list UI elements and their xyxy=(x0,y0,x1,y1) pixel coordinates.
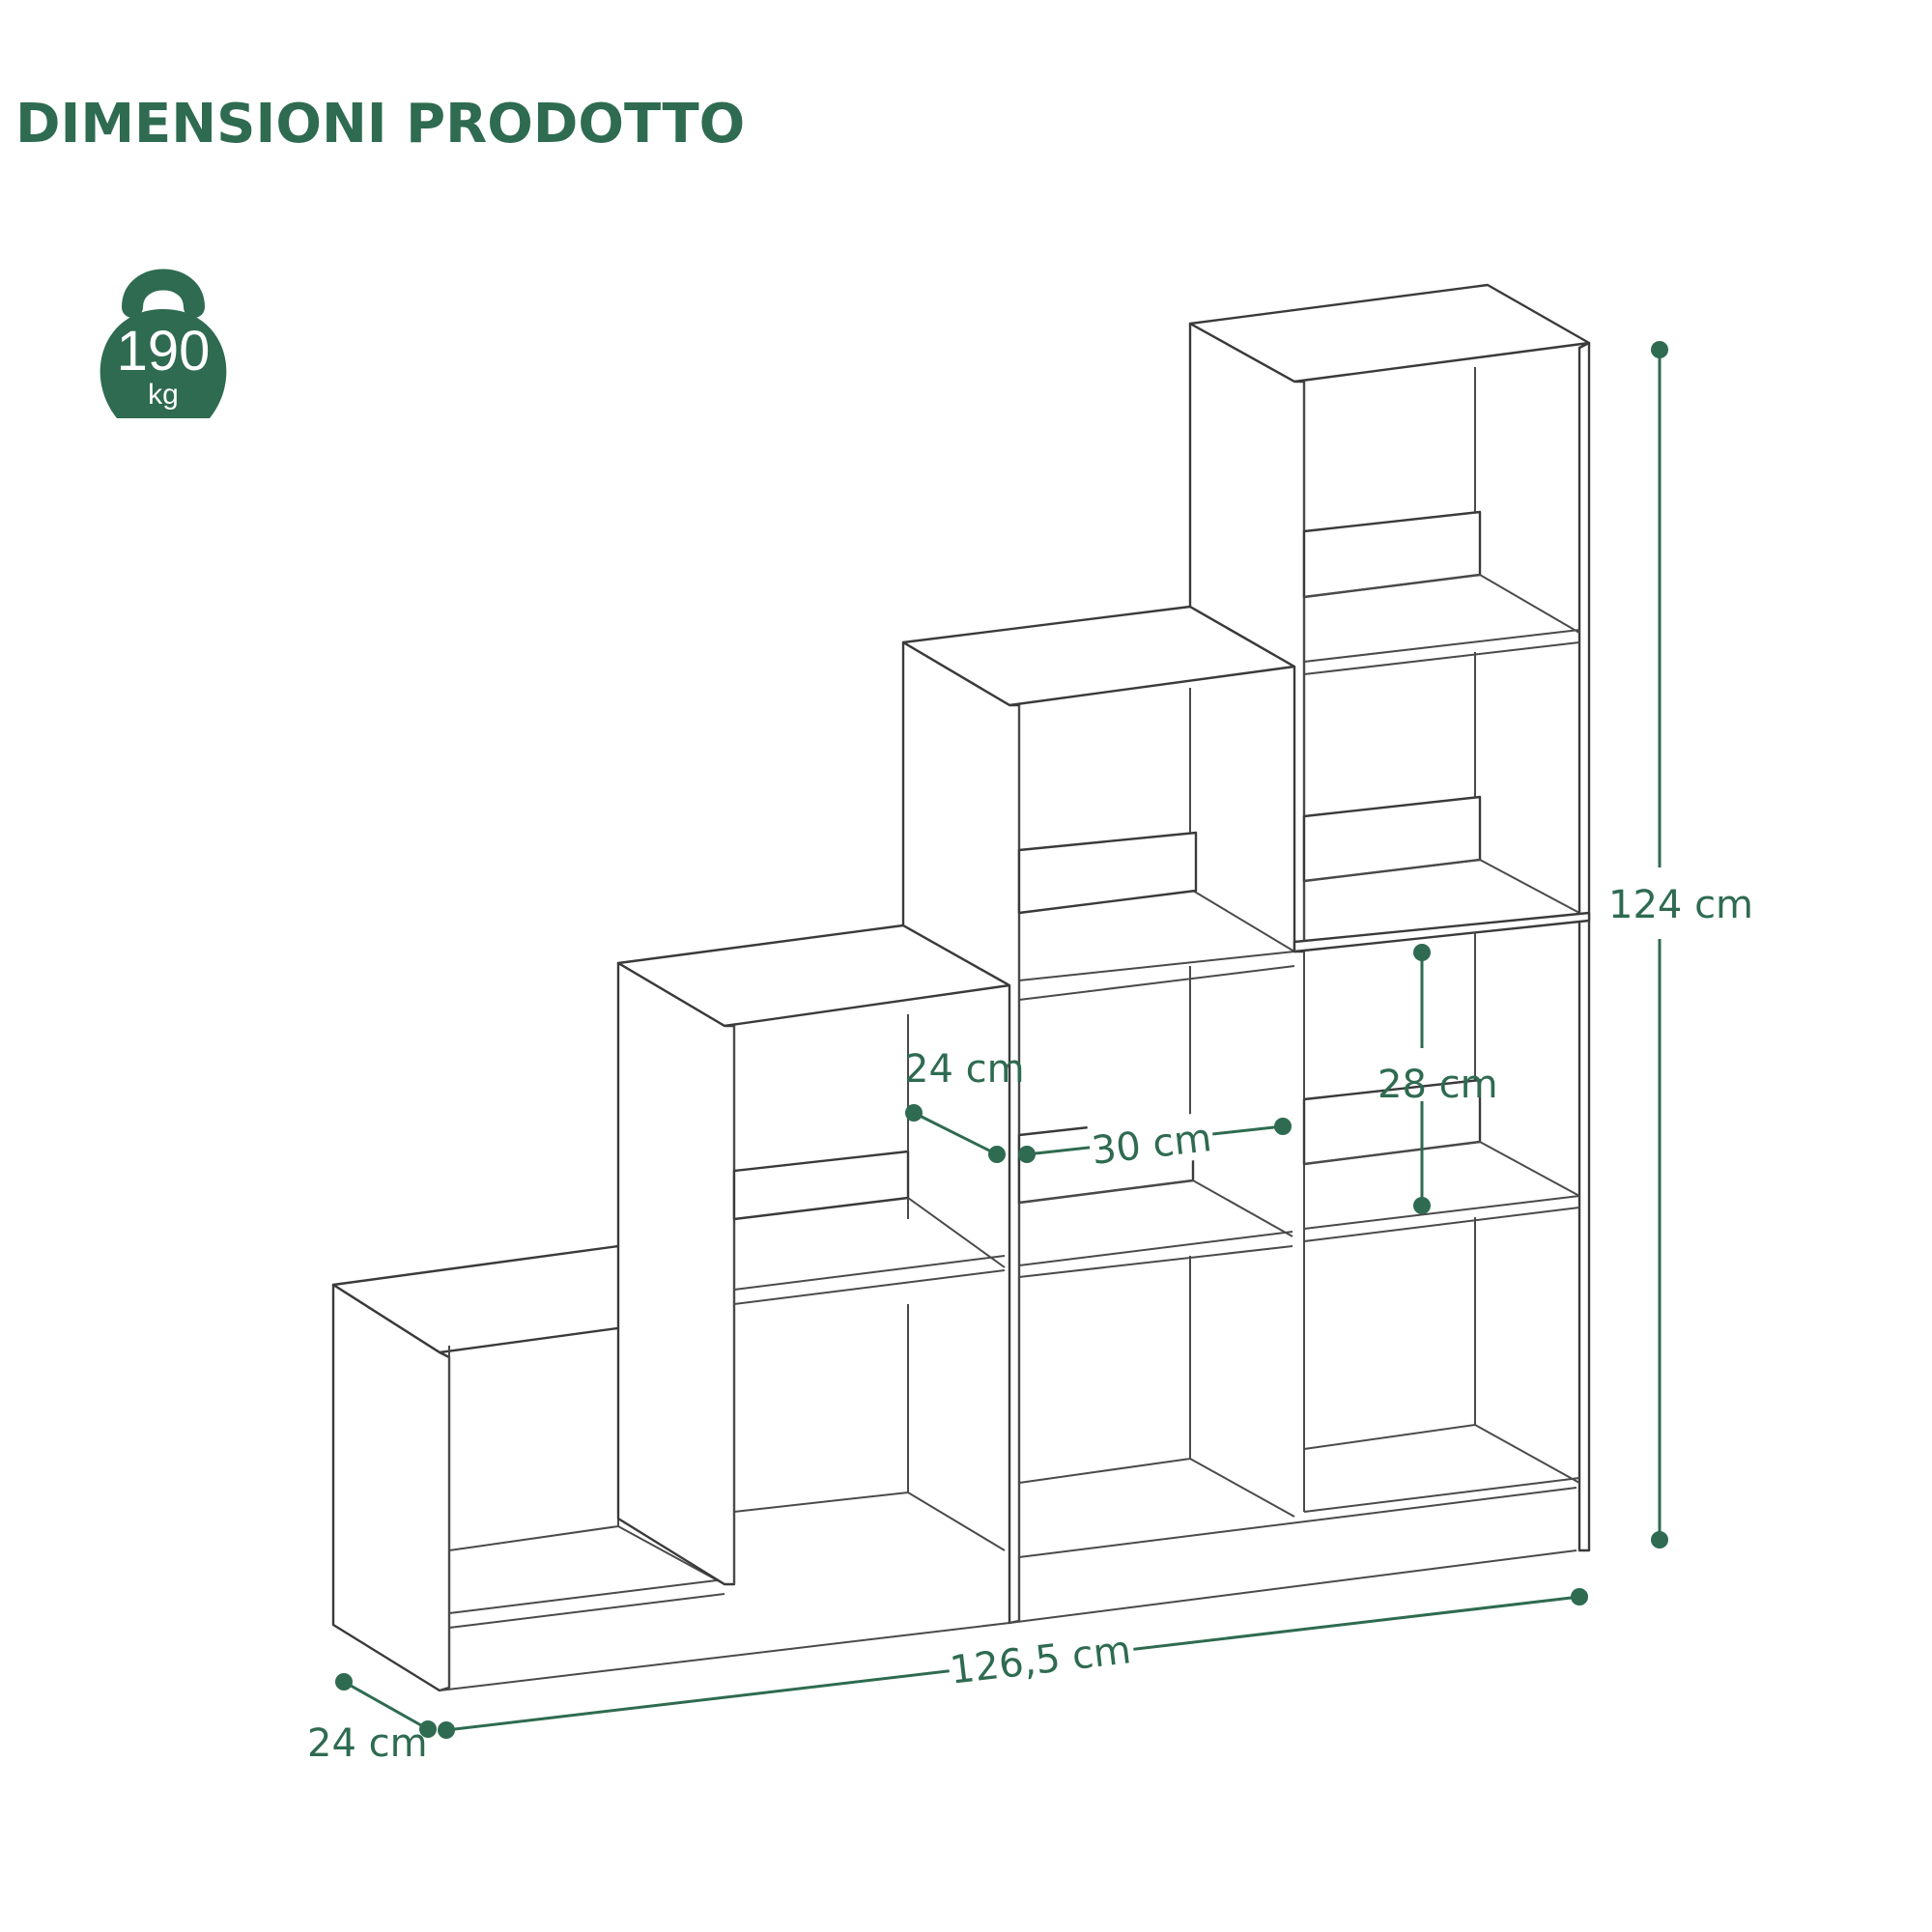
depth-dimension: 24 cm xyxy=(307,1673,437,1766)
compartment-height-end-dot xyxy=(1413,1197,1431,1214)
depth-start-dot xyxy=(335,1673,353,1690)
compartment-depth-start-dot xyxy=(905,1104,923,1122)
compartment-height-dimension: 28 cm xyxy=(1378,944,1498,1214)
height-label: 124 cm xyxy=(1608,883,1753,927)
compartment-height-start-dot xyxy=(1413,944,1431,961)
kettlebell-weight-icon xyxy=(99,269,227,418)
height-dimension: 124 cm xyxy=(1608,341,1753,1548)
column-3-upper-rail xyxy=(1017,831,1198,915)
stepped-bookshelf xyxy=(331,283,1591,1692)
page-title: DIMENSIONI PRODOTTO xyxy=(15,93,746,156)
column-4-mid-rail xyxy=(1302,795,1482,883)
shelf-column-4 xyxy=(1188,283,1591,1552)
height-end-dot xyxy=(1651,1531,1668,1548)
depth-label: 24 cm xyxy=(307,1721,428,1766)
compartment-depth-dimension: 24 cm xyxy=(904,1047,1025,1163)
column-2-back-rail xyxy=(732,1150,910,1221)
column-4-right-panel xyxy=(1577,341,1591,1552)
compartment-height-label: 28 cm xyxy=(1378,1063,1498,1107)
compartment-depth-label: 24 cm xyxy=(904,1047,1025,1092)
weight-unit: kg xyxy=(148,379,179,411)
column-2-side-panel xyxy=(616,961,736,1586)
width-end-dot xyxy=(1571,1588,1588,1605)
weight-value: 190 xyxy=(116,320,211,383)
compartment-width-start-dot xyxy=(1018,1146,1036,1163)
compartment-width-end-dot xyxy=(1274,1118,1292,1135)
column-4-upper-rail xyxy=(1302,510,1482,599)
column-3-side-panel xyxy=(901,640,1021,1625)
compartment-depth-end-dot xyxy=(988,1146,1006,1163)
shelf-column-2 xyxy=(616,923,1011,1586)
height-start-dot xyxy=(1651,341,1668,358)
width-start-dot xyxy=(438,1721,455,1739)
shelf-column-3 xyxy=(901,605,1577,1625)
width-dimension: 126,5 cm xyxy=(438,1588,1588,1739)
compartment-width-dimension: 30 cm xyxy=(1018,1111,1292,1174)
depth-end-dot xyxy=(419,1720,437,1738)
weight-badge: 190 kg xyxy=(96,269,231,423)
